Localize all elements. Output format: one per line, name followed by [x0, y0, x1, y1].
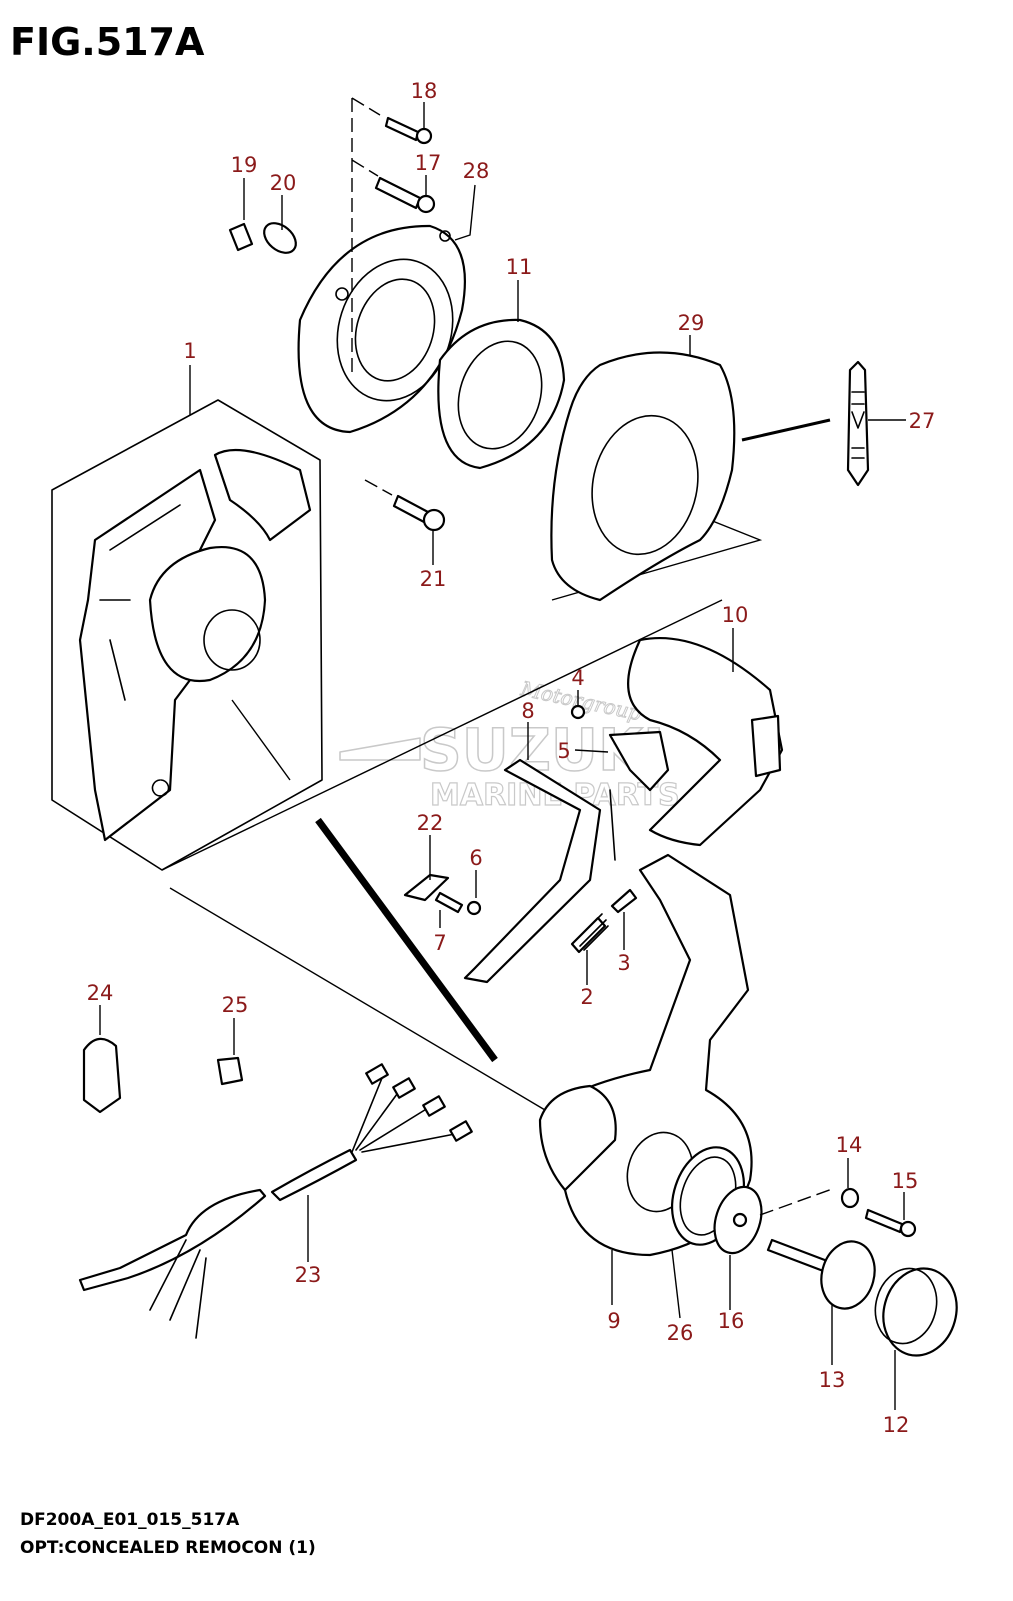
callout-labels: 1 2 3 4 5 6 7 8 9 10 11 12 13 14 15 16 1…	[87, 79, 936, 1437]
callout-21: 21	[420, 567, 447, 591]
callout-16: 16	[718, 1309, 745, 1333]
callout-22: 22	[417, 811, 444, 835]
lever-cover	[627, 636, 784, 847]
shaft-and-cap	[766, 1238, 958, 1357]
callout-24: 24	[87, 981, 114, 1005]
clamp-ring	[437, 318, 566, 470]
callout-28: 28	[463, 159, 490, 183]
figure-title: FIG.517A	[10, 20, 205, 64]
callout-17: 17	[415, 151, 442, 175]
callout-14: 14	[836, 1133, 863, 1157]
callout-18: 18	[411, 79, 438, 103]
watermark-boat-icon	[339, 737, 421, 761]
stopper-parts	[403, 873, 482, 916]
control-housing	[51, 399, 323, 871]
callout-11: 11	[506, 255, 533, 279]
cover-plate	[550, 351, 736, 602]
callout-8: 8	[521, 699, 534, 723]
callout-5: 5	[557, 739, 570, 763]
screws-top	[228, 97, 446, 532]
screw-and-washer	[759, 1187, 917, 1238]
callout-1: 1	[183, 339, 196, 363]
ring-plate	[297, 224, 466, 434]
tag	[846, 360, 870, 487]
callout-25: 25	[222, 993, 249, 1017]
callout-2: 2	[580, 985, 593, 1009]
callout-27: 27	[909, 409, 936, 433]
callout-23: 23	[295, 1263, 322, 1287]
footer-caption: OPT:CONCEALED REMOCON (1)	[20, 1538, 316, 1558]
explode-lines	[161, 418, 831, 1111]
callout-26: 26	[667, 1321, 694, 1345]
callout-leaders	[99, 102, 906, 1410]
callout-29: 29	[678, 311, 705, 335]
callout-6: 6	[469, 846, 482, 870]
small-fittings	[82, 1037, 244, 1114]
callout-9: 9	[607, 1309, 620, 1333]
spring	[570, 888, 638, 954]
callout-19: 19	[231, 153, 258, 177]
callout-10: 10	[722, 603, 749, 627]
wire-harness	[78, 1063, 473, 1339]
callout-4: 4	[571, 666, 584, 690]
bracket	[463, 704, 670, 984]
callout-12: 12	[883, 1413, 910, 1437]
callout-20: 20	[270, 171, 297, 195]
callout-13: 13	[819, 1368, 846, 1392]
callout-3: 3	[617, 951, 630, 975]
callout-15: 15	[892, 1169, 919, 1193]
ring-and-disc	[671, 1146, 763, 1255]
callout-7: 7	[433, 931, 446, 955]
footer-code: DF200A_E01_015_517A	[20, 1510, 240, 1530]
